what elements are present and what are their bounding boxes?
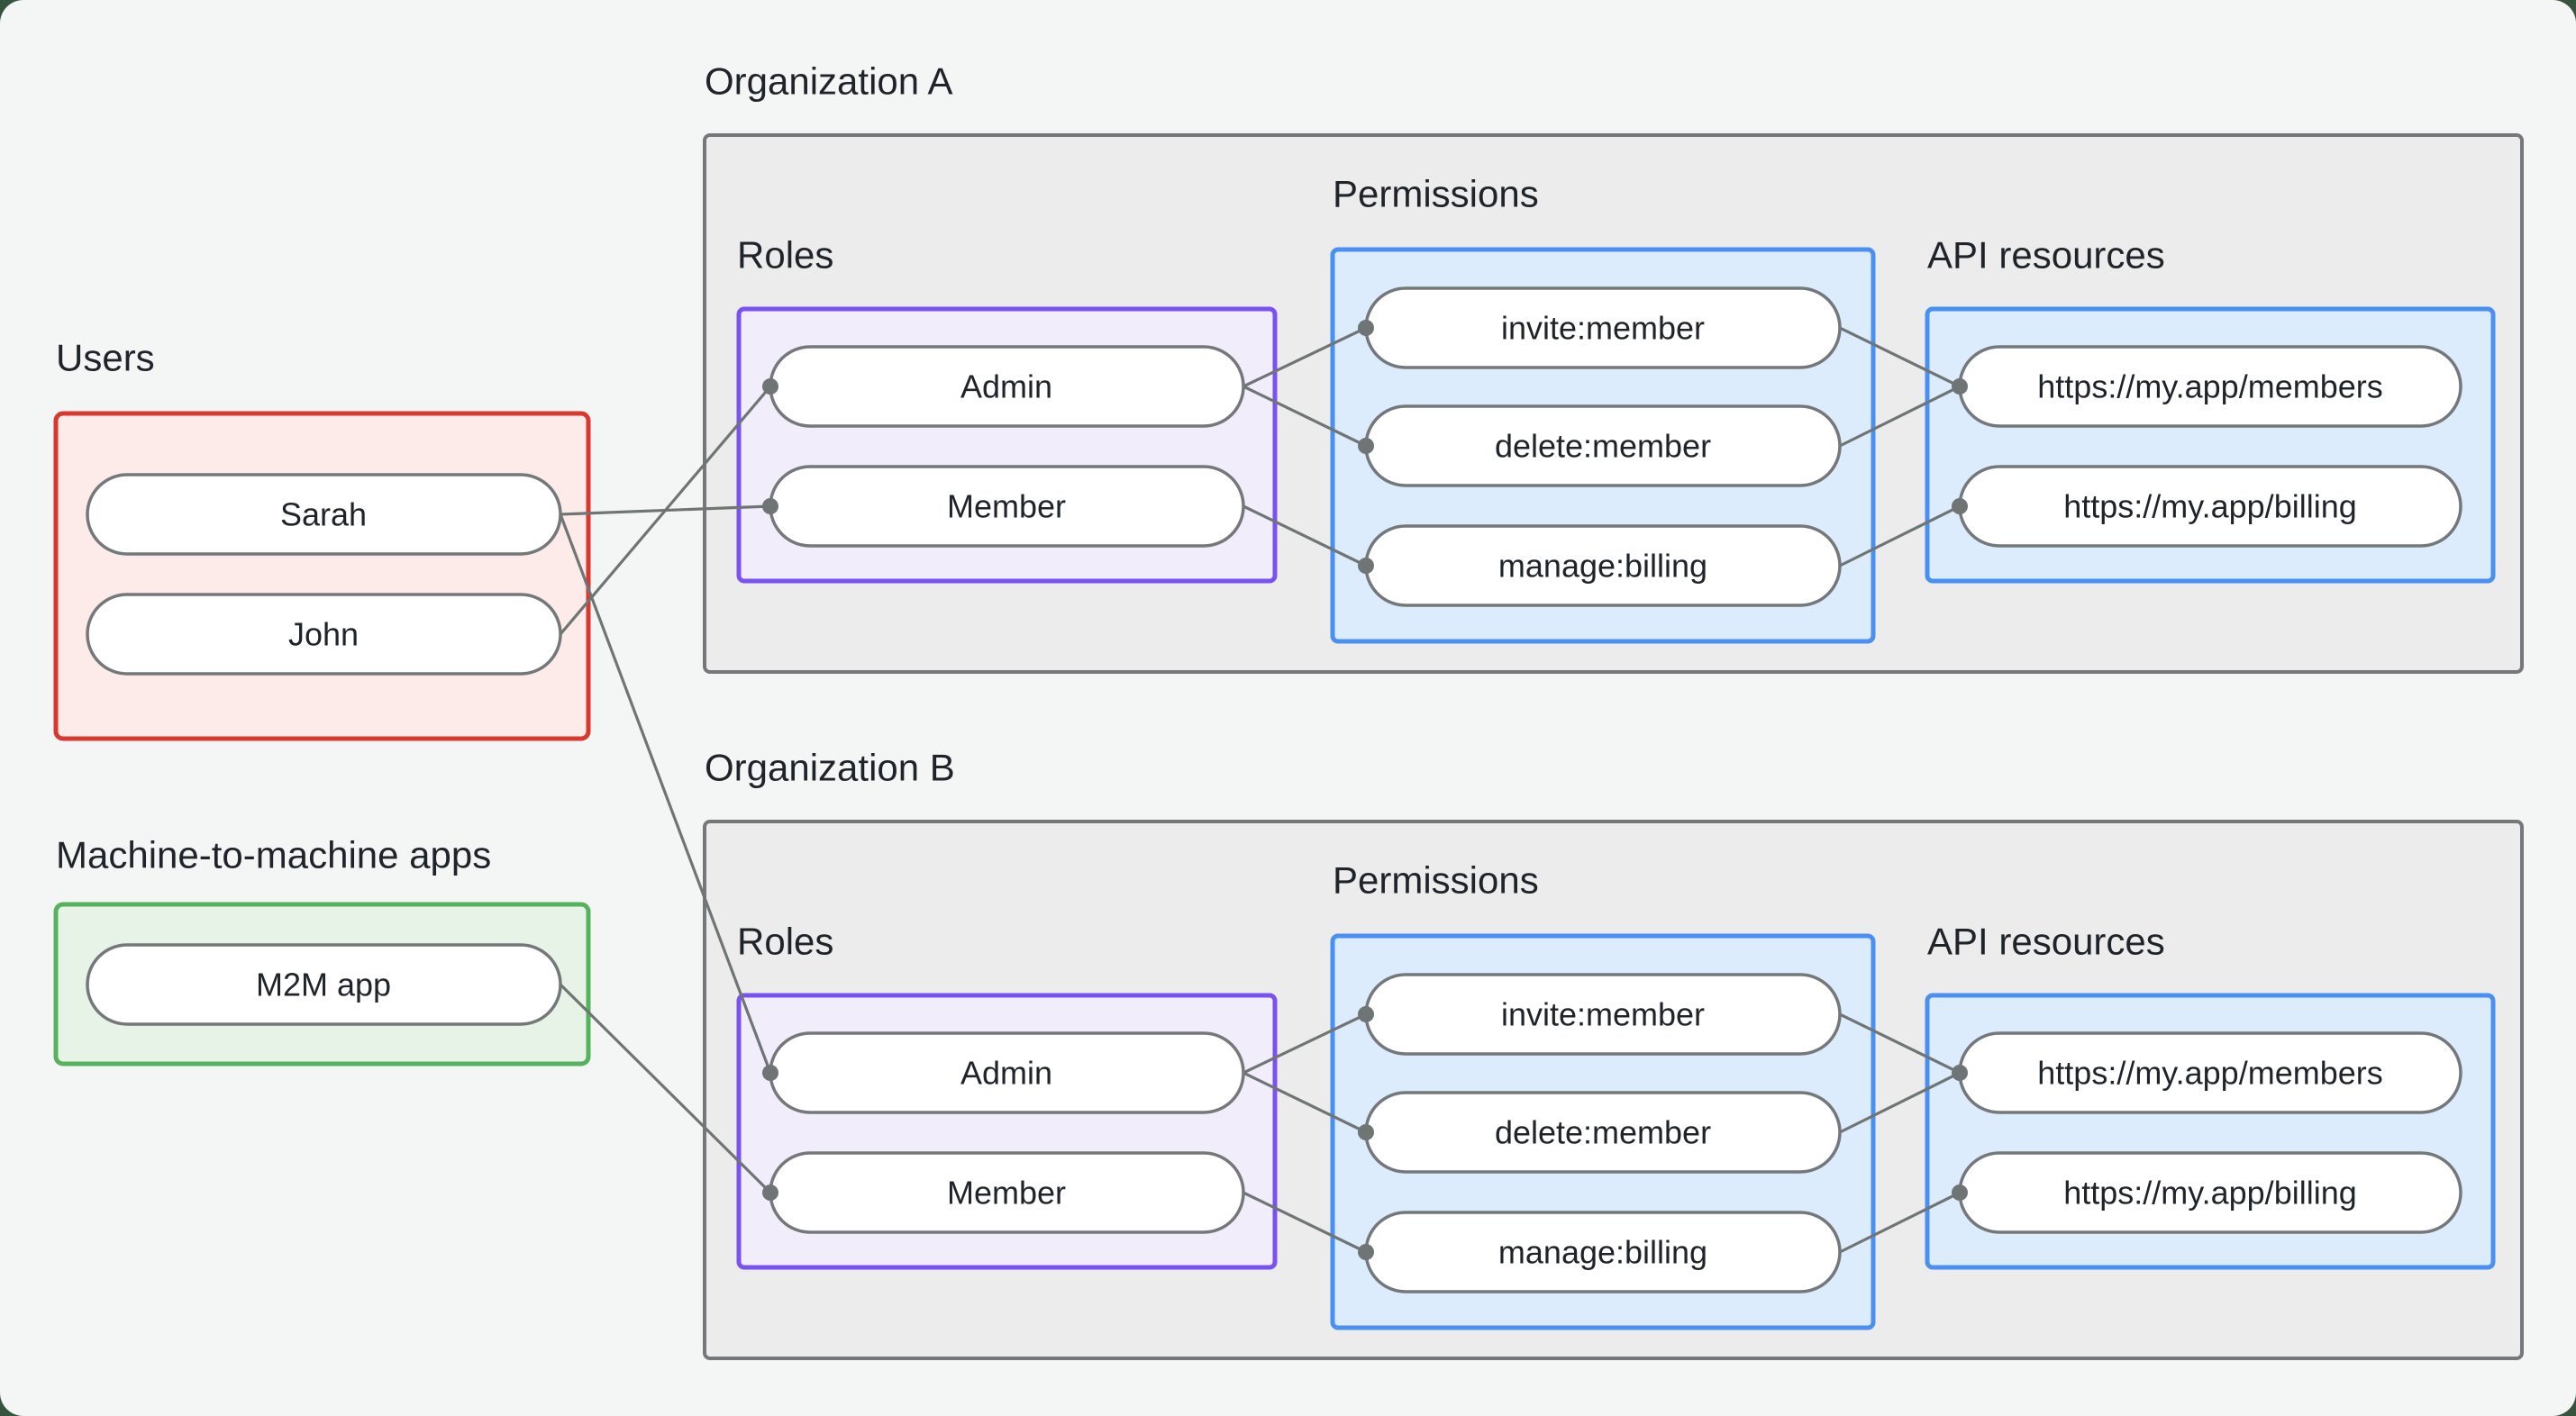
connection-dot-org-b-members-api bbox=[1952, 1065, 1968, 1081]
org-b-title: Organization B bbox=[705, 747, 955, 789]
edge-org-b-member-manage bbox=[1242, 1191, 1367, 1254]
connection-dot-org-a-manage bbox=[1358, 558, 1374, 574]
connection-dot-org-a-delete bbox=[1358, 438, 1374, 454]
node-org-b-perm-manage: manage:billing bbox=[1364, 1211, 1842, 1293]
org-a-title: Organization A bbox=[705, 60, 953, 103]
connection-dot-org-a-admin bbox=[762, 378, 778, 395]
connection-dot-org-a-invite bbox=[1358, 320, 1374, 336]
edge-org-b-admin-delete bbox=[1242, 1071, 1367, 1134]
node-org-a-api-billing: https://my.app/billing bbox=[1958, 465, 2462, 548]
edge-john-to-org-a-admin bbox=[559, 385, 772, 636]
node-m2m-app-label: M2M app bbox=[256, 967, 391, 1003]
connection-dot-org-a-member bbox=[762, 498, 778, 514]
node-org-a-api-billing-label: https://my.app/billing bbox=[2063, 488, 2357, 525]
users-group-box bbox=[53, 411, 591, 741]
org-a-roles-label: Roles bbox=[737, 234, 833, 277]
node-org-b-role-member: Member bbox=[769, 1151, 1245, 1234]
edge-m2m-to-org-b-member bbox=[559, 983, 772, 1194]
edge-org-b-invite-members bbox=[1839, 1012, 1961, 1075]
node-org-b-api-members-label: https://my.app/members bbox=[2037, 1055, 2382, 1092]
node-org-b-perm-manage-label: manage:billing bbox=[1498, 1234, 1707, 1271]
m2m-group-label: Machine-to-machine apps bbox=[56, 834, 491, 876]
node-org-b-perm-invite-label: invite:member bbox=[1501, 996, 1705, 1033]
edge-org-b-manage-billing bbox=[1839, 1191, 1961, 1254]
node-org-b-perm-delete-label: delete:member bbox=[1495, 1114, 1711, 1151]
org-b-roles-label: Roles bbox=[737, 921, 833, 963]
node-m2m-app: M2M app bbox=[86, 943, 562, 1026]
node-org-a-api-members-label: https://my.app/members bbox=[2037, 368, 2382, 405]
node-org-b-perm-delete: delete:member bbox=[1364, 1091, 1842, 1174]
node-org-b-role-admin: Admin bbox=[769, 1031, 1245, 1114]
node-user-sarah-shape bbox=[86, 473, 562, 556]
node-org-a-role-admin-label: Admin bbox=[960, 368, 1052, 405]
org-a-permissions-label: Permissions bbox=[1333, 173, 1539, 215]
users-group-label: Users bbox=[56, 337, 155, 379]
node-org-a-perm-invite-label: invite:member bbox=[1501, 310, 1705, 347]
node-org-b-api-members: https://my.app/members bbox=[1958, 1031, 2462, 1114]
edge-org-a-manage-billing bbox=[1839, 504, 1961, 567]
node-org-b-api-billing: https://my.app/billing bbox=[1958, 1151, 2462, 1234]
edge-sarah-to-org-b-admin bbox=[559, 513, 772, 1074]
node-org-b-perm-invite: invite:member bbox=[1364, 973, 1842, 1056]
node-org-a-role-admin: Admin bbox=[769, 345, 1245, 428]
connection-dot-org-b-manage bbox=[1358, 1244, 1374, 1260]
node-org-a-perm-manage-label: manage:billing bbox=[1498, 548, 1707, 585]
connection-dot-org-a-billing-api bbox=[1952, 498, 1968, 514]
org-a-api-label: API resources bbox=[1927, 234, 2165, 277]
node-org-a-role-member: Member bbox=[769, 465, 1245, 548]
node-org-b-role-admin-label: Admin bbox=[960, 1055, 1052, 1092]
node-org-a-perm-manage: manage:billing bbox=[1364, 524, 1842, 607]
node-org-a-perm-delete-label: delete:member bbox=[1495, 428, 1711, 465]
edge-org-b-admin-invite bbox=[1242, 1012, 1367, 1075]
connection-dot-org-b-member bbox=[762, 1185, 778, 1201]
node-user-john: John bbox=[86, 593, 562, 676]
edge-org-a-admin-invite bbox=[1242, 326, 1367, 388]
edge-org-a-member-manage bbox=[1242, 504, 1367, 567]
org-b-permissions-label: Permissions bbox=[1333, 859, 1539, 902]
node-org-a-perm-invite: invite:member bbox=[1364, 286, 1842, 369]
node-org-b-role-member-label: Member bbox=[947, 1175, 1066, 1212]
edge-org-a-invite-members bbox=[1839, 326, 1961, 388]
node-org-a-role-member-label: Member bbox=[947, 488, 1066, 525]
connection-dot-org-a-members-api bbox=[1952, 378, 1968, 395]
node-org-a-api-members: https://my.app/members bbox=[1958, 345, 2462, 428]
connection-dot-org-b-billing-api bbox=[1952, 1185, 1968, 1201]
edge-org-b-delete-members bbox=[1839, 1071, 1961, 1134]
connection-dot-org-b-admin bbox=[762, 1065, 778, 1081]
org-b-api-label: API resources bbox=[1927, 921, 2165, 963]
node-user-sarah-label: Sarah bbox=[280, 496, 367, 533]
connection-dot-org-b-delete bbox=[1358, 1124, 1374, 1140]
node-user-sarah: Sarah bbox=[86, 473, 562, 556]
node-user-john-shape bbox=[86, 593, 562, 676]
node-org-b-api-billing-label: https://my.app/billing bbox=[2063, 1175, 2357, 1212]
node-m2m-app-shape bbox=[86, 943, 562, 1026]
edge-org-a-delete-members bbox=[1839, 385, 1961, 448]
node-org-a-perm-delete: delete:member bbox=[1364, 404, 1842, 487]
node-user-john-label: John bbox=[288, 616, 359, 653]
edge-org-a-admin-delete bbox=[1242, 385, 1367, 448]
connection-dot-org-b-invite bbox=[1358, 1006, 1374, 1022]
